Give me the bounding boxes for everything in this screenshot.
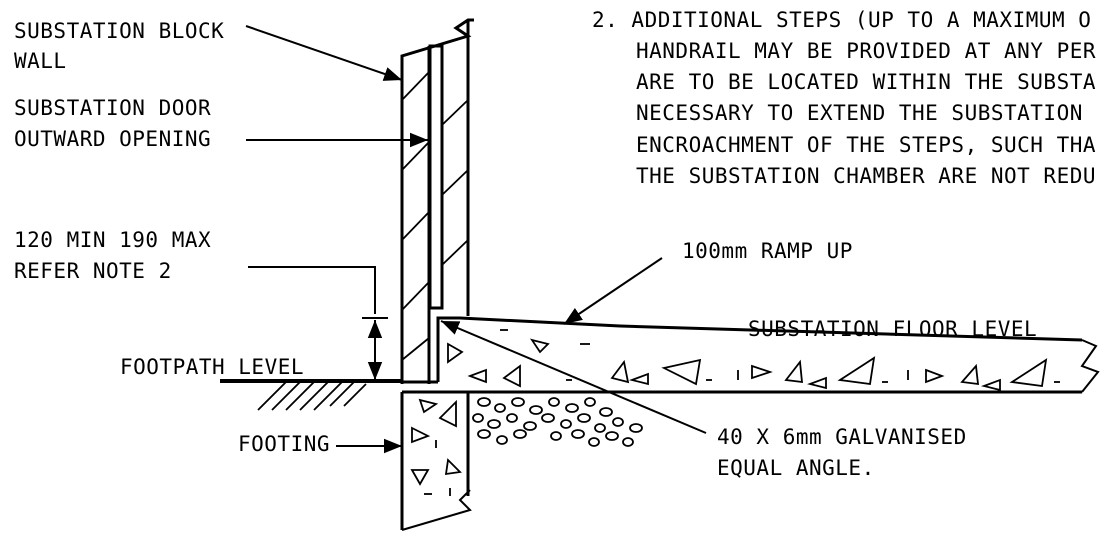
height-dimension: [362, 317, 388, 380]
door: [428, 20, 470, 316]
door-label: OUTWARD OPENING: [14, 127, 211, 151]
dimension-label: 120 MIN 190 MAX: [14, 228, 211, 252]
note-line: THE SUBSTATION CHAMBER ARE NOT REDU: [636, 164, 1096, 188]
compacted-fill: [472, 397, 643, 447]
footing: [400, 392, 472, 531]
door-label: SUBSTATION DOOR: [14, 96, 211, 120]
footpath-ground: [220, 379, 438, 411]
footpath-level-label: FOOTPATH LEVEL: [120, 355, 304, 379]
footing-label: FOOTING: [238, 432, 330, 456]
dimension-label: REFER NOTE 2: [14, 259, 172, 283]
note-2: 2. ADDITIONAL STEPS (UP TO A MAXIMUM O H…: [592, 8, 1096, 188]
angle-label: EQUAL ANGLE.: [717, 456, 875, 480]
note-line: NECESSARY TO EXTEND THE SUBSTATION: [636, 101, 1083, 125]
note-line: ENCROACHMENT OF THE STEPS, SUCH THA: [636, 133, 1096, 157]
ramp-label: 100mm RAMP UP: [682, 239, 853, 263]
leader-lines: [220, 25, 707, 454]
block-wall-label: WALL: [14, 49, 67, 73]
note-line: ARE TO BE LOCATED WITHIN THE SUBSTA: [636, 70, 1096, 94]
angle-label: 40 X 6mm GALVANISED: [717, 425, 967, 449]
note-line: HANDRAIL MAY BE PROVIDED AT ANY PER: [636, 39, 1096, 63]
block-wall-label: SUBSTATION BLOCK: [14, 19, 224, 43]
note-line: 2. ADDITIONAL STEPS (UP TO A MAXIMUM O: [592, 8, 1091, 32]
floor-slab: [402, 316, 1100, 394]
